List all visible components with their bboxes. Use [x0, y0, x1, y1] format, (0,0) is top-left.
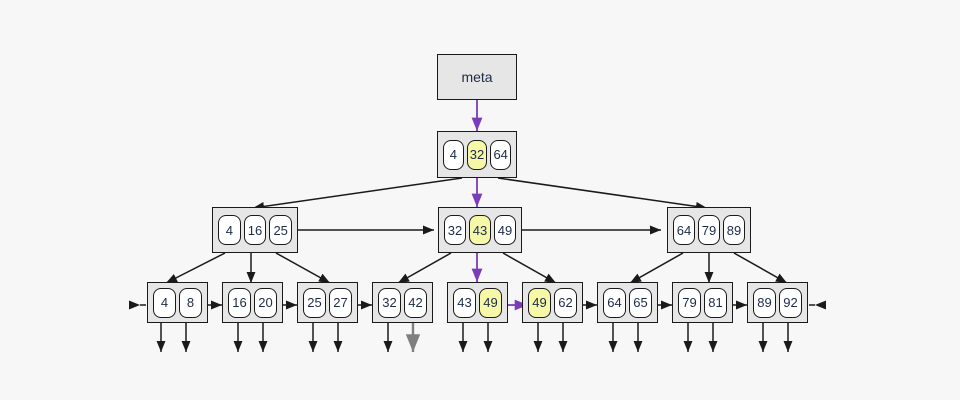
leaf-5-key-1[interactable]: 49	[479, 287, 502, 318]
leaf-7-key-0[interactable]: 64	[603, 287, 626, 318]
root-key-1[interactable]: 32	[466, 139, 488, 170]
leaf-node-5[interactable]: 43 49	[447, 282, 508, 323]
leaf-node-6[interactable]: 49 62	[522, 282, 583, 323]
leaf-5-key-0[interactable]: 43	[453, 287, 476, 318]
root-key-0[interactable]: 4	[443, 139, 464, 170]
leaf-2-key-0[interactable]: 16	[228, 287, 251, 318]
internal-right-key-2[interactable]: 89	[723, 215, 745, 245]
internal-left-key-0[interactable]: 4	[218, 215, 241, 245]
meta-node[interactable]: meta	[437, 54, 517, 100]
internal-middle-key-2[interactable]: 49	[494, 215, 516, 245]
leaf-4-key-0[interactable]: 32	[378, 287, 401, 318]
leaf-3-key-1[interactable]: 27	[329, 287, 352, 318]
internal-node-middle[interactable]: 32 43 49	[438, 207, 522, 253]
leaf-8-key-1[interactable]: 81	[704, 287, 727, 318]
root-node[interactable]: 4 32 64	[437, 131, 517, 178]
leaf-7-key-1[interactable]: 65	[629, 287, 652, 318]
root-key-2[interactable]: 64	[490, 139, 512, 170]
leaf-6-key-0[interactable]: 49	[528, 287, 551, 318]
leaf-1-key-1[interactable]: 8	[179, 287, 202, 318]
internal-node-left[interactable]: 4 16 25	[212, 207, 298, 253]
leaf-9-key-1[interactable]: 92	[779, 287, 802, 318]
leaf-node-4[interactable]: 32 42	[372, 282, 433, 323]
leaf-9-key-0[interactable]: 89	[753, 287, 776, 318]
leaf-4-key-1[interactable]: 42	[404, 287, 427, 318]
internal-left-key-2[interactable]: 25	[269, 215, 293, 245]
leaf-node-1[interactable]: 4 8	[147, 282, 208, 323]
internal-middle-key-1[interactable]: 43	[469, 215, 491, 245]
leaf-node-8[interactable]: 79 81	[672, 282, 733, 323]
leaf-node-3[interactable]: 25 27	[297, 282, 358, 323]
leaf-node-7[interactable]: 64 65	[597, 282, 658, 323]
internal-middle-key-0[interactable]: 32	[444, 215, 466, 245]
leaf-2-key-1[interactable]: 20	[254, 287, 277, 318]
leaf-3-key-0[interactable]: 25	[303, 287, 326, 318]
internal-left-key-1[interactable]: 16	[243, 215, 267, 245]
leaf-6-key-1[interactable]: 62	[554, 287, 577, 318]
internal-right-key-0[interactable]: 64	[673, 215, 695, 245]
leaf-node-2[interactable]: 16 20	[222, 282, 283, 323]
internal-node-right[interactable]: 64 79 89	[667, 207, 751, 253]
internal-right-key-1[interactable]: 79	[698, 215, 720, 245]
leaf-8-key-0[interactable]: 79	[678, 287, 701, 318]
leaf-1-key-0[interactable]: 4	[153, 287, 176, 318]
leaf-node-9[interactable]: 89 92	[747, 282, 808, 323]
meta-node-label: meta	[461, 69, 493, 85]
